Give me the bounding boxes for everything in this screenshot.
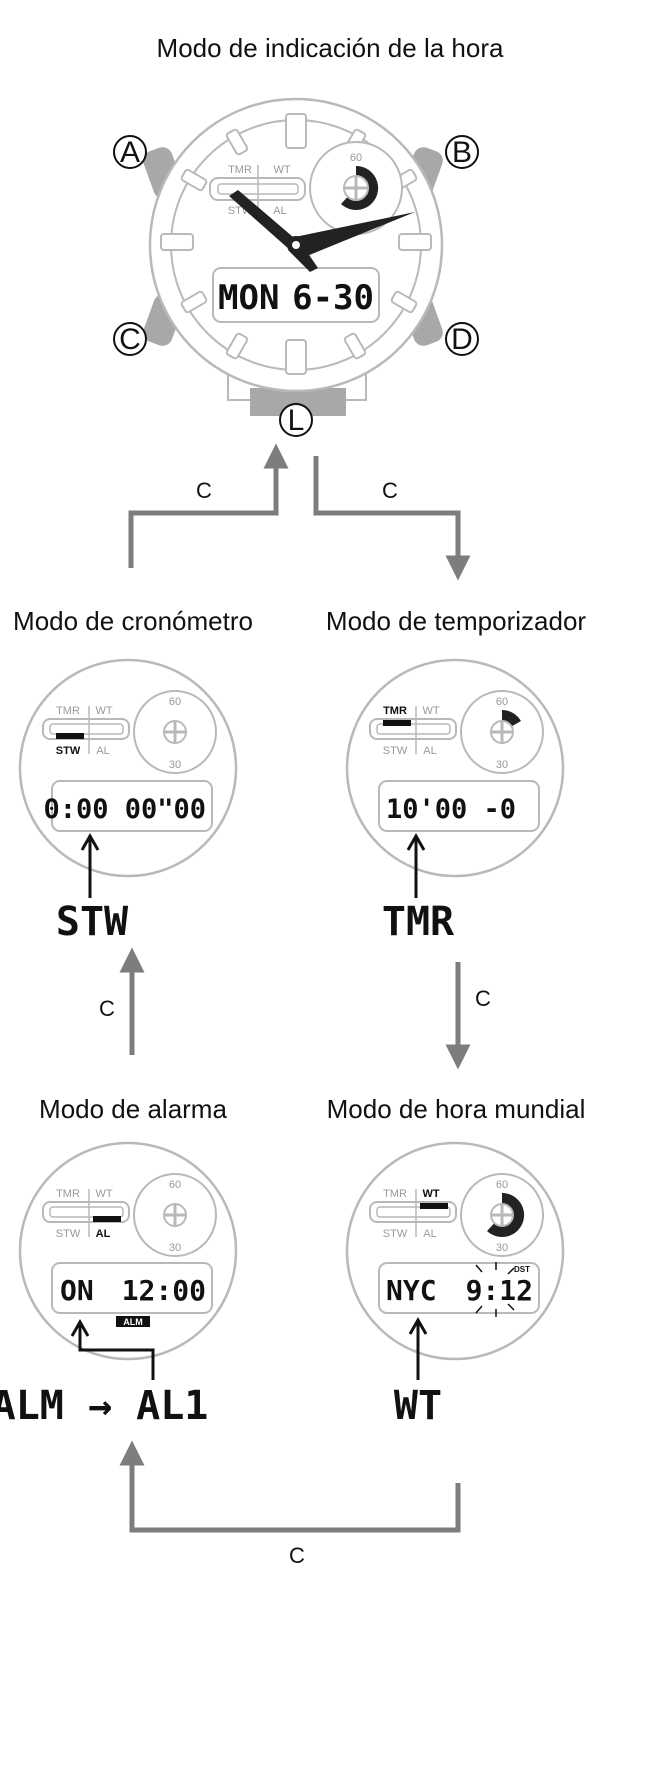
alarm-watch: TMR WT STW AL 60 30 ON 12:00 ALM xyxy=(18,1141,238,1361)
svg-text:WT: WT xyxy=(422,705,439,717)
svg-text:60: 60 xyxy=(169,1179,181,1191)
arrow-label-c-2: C xyxy=(382,478,398,503)
svg-text:STW: STW xyxy=(56,745,81,757)
stopwatch-indicator: STW xyxy=(56,899,129,945)
svg-text:AL: AL xyxy=(423,745,436,757)
stopwatch-mode-title: Modo de cronómetro xyxy=(13,606,253,636)
svg-text:30: 30 xyxy=(169,1242,181,1254)
subdial: 60 xyxy=(309,141,403,235)
worldtime-mode-title: Modo de hora mundial xyxy=(327,1094,586,1124)
svg-text:AL: AL xyxy=(96,745,109,757)
watch-main: TMR WT STW AL 60 MON 6-30 xyxy=(143,97,444,416)
svg-text:60: 60 xyxy=(350,152,362,164)
svg-text:TMR: TMR xyxy=(56,1188,80,1200)
arrow-label-c-4: C xyxy=(475,986,491,1011)
svg-text:AL: AL xyxy=(96,1228,111,1240)
svg-text:WT: WT xyxy=(95,705,112,717)
svg-text:TMR: TMR xyxy=(383,705,407,717)
arrow-label-c-5: C xyxy=(289,1543,305,1568)
svg-text:30: 30 xyxy=(496,759,508,771)
svg-text:WT: WT xyxy=(95,1188,112,1200)
button-c-label: C xyxy=(119,323,141,356)
worldtime-lcd-city: NYC xyxy=(386,1274,437,1307)
arrow-stopwatch-to-timekeeping xyxy=(128,443,289,568)
svg-text:TMR: TMR xyxy=(228,164,252,176)
timekeeping-mode-title: Modo de indicación de la hora xyxy=(157,33,504,63)
svg-text:30: 30 xyxy=(169,759,181,771)
svg-text:WT: WT xyxy=(422,1188,439,1200)
svg-text:AL: AL xyxy=(423,1228,436,1240)
svg-text:TMR: TMR xyxy=(56,705,80,717)
timer-lcd: 10'00 -0 xyxy=(386,794,516,825)
svg-text:STW: STW xyxy=(383,745,408,757)
svg-text:STW: STW xyxy=(56,1228,81,1240)
svg-text:WT: WT xyxy=(273,164,290,176)
worldtime-indicator: WT xyxy=(394,1383,442,1429)
worldtime-lcd-time: 9:12 xyxy=(466,1274,533,1307)
arrow-label-c-1: C xyxy=(196,478,212,503)
button-a-label: A xyxy=(120,136,140,169)
svg-text:60: 60 xyxy=(169,696,181,708)
svg-text:STW: STW xyxy=(383,1228,408,1240)
worldtime-watch: TMR WT STW AL 60 30 NYC 9:12 DST xyxy=(345,1141,565,1361)
alarm-mode-title: Modo de alarma xyxy=(39,1094,227,1124)
svg-text:30: 30 xyxy=(496,1242,508,1254)
alarm-badge: ALM xyxy=(123,1317,143,1327)
lcd-day: MON xyxy=(218,278,279,318)
svg-text:TMR: TMR xyxy=(383,1188,407,1200)
arrow-worldtime-to-alarm xyxy=(119,1440,461,1533)
arrow-timekeeping-to-timer xyxy=(313,456,471,581)
blink-rays xyxy=(475,1262,515,1317)
main-lcd xyxy=(212,267,380,323)
hour-hand xyxy=(229,190,300,250)
lcd-date: 6-30 xyxy=(292,278,374,318)
timer-watch: TMR WT STW AL 60 30 10'00 -0 xyxy=(345,658,565,878)
alarm-lcd-time: 12:00 xyxy=(122,1274,206,1307)
svg-text:60: 60 xyxy=(496,696,508,708)
dst-indicator: DST xyxy=(514,1265,530,1274)
stopwatch-watch: TMR WT STW AL 60 30 0:00 00"00 xyxy=(18,658,238,878)
alarm-indicator: ALM → AL1 xyxy=(0,1383,208,1429)
button-b-label: B xyxy=(452,136,472,169)
svg-text:AL: AL xyxy=(273,205,286,217)
alarm-lcd-state: ON xyxy=(60,1274,94,1307)
minute-hand xyxy=(290,212,415,258)
button-l-label: L xyxy=(288,404,305,437)
arrow-label-c-3: C xyxy=(99,996,115,1021)
svg-text:60: 60 xyxy=(496,1179,508,1191)
button-d-label: D xyxy=(451,323,473,356)
stopwatch-lcd: 0:00 00"00 xyxy=(43,794,206,825)
timer-indicator: TMR xyxy=(382,899,455,945)
timer-mode-title: Modo de temporizador xyxy=(326,606,586,636)
